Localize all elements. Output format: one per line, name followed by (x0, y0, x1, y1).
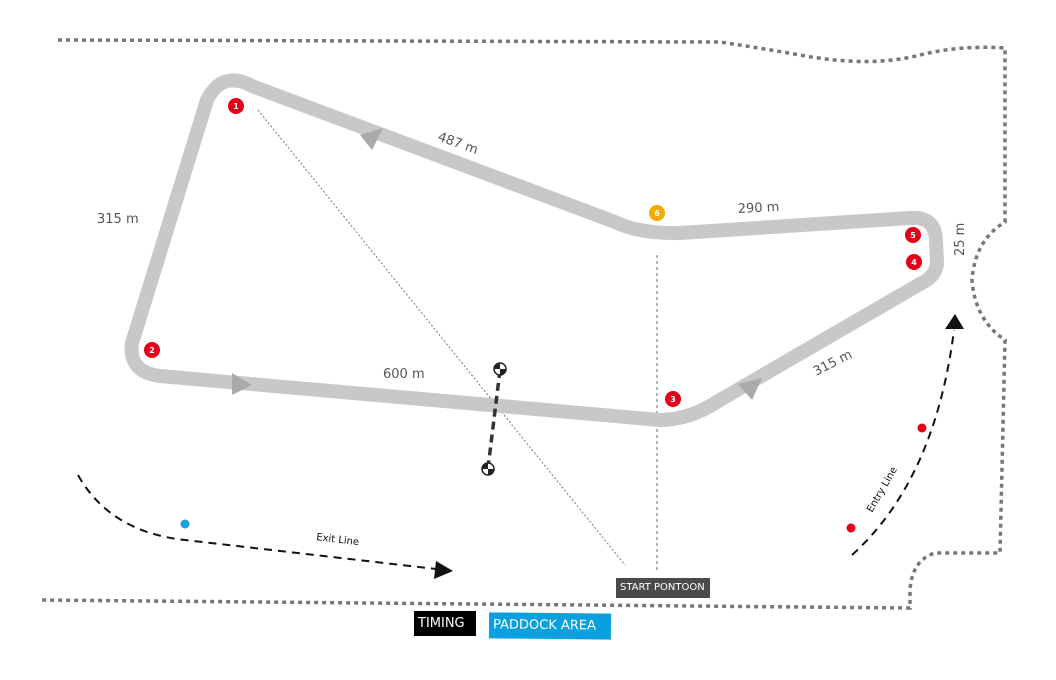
distance-label: 600 m (383, 367, 425, 382)
exit-line (77, 474, 437, 570)
entry-line-label: Entry Line (865, 465, 900, 514)
svg-text:4: 4 (911, 258, 917, 267)
direction-arrow-icon (360, 128, 383, 150)
red-marker (917, 423, 927, 433)
distance-label: 290 m (737, 200, 779, 217)
buoy-5: 5 (905, 227, 921, 243)
entry-arrow-icon (945, 314, 964, 329)
svg-text:2: 2 (149, 346, 155, 355)
buoy-4: 4 (906, 254, 922, 270)
exit-line-label: Exit Line (316, 532, 360, 548)
checkered-flag-icon (481, 462, 495, 476)
timing-label: TIMING (414, 611, 476, 636)
svg-text:3: 3 (670, 395, 676, 404)
entry-line (851, 329, 955, 556)
svg-text:5: 5 (910, 231, 916, 240)
direction-arrow-icon (232, 373, 252, 395)
direction-arrow-icon (738, 378, 762, 400)
svg-text:6: 6 (654, 209, 660, 218)
checkered-flag-icon (493, 362, 507, 376)
start-pontoon-label: START PONTOON (616, 578, 710, 598)
exit-arrow-icon (434, 561, 453, 579)
buoy-2: 2 (144, 342, 160, 358)
diagonal-sight-line (257, 109, 626, 566)
finish-line (486, 369, 502, 469)
buoy-6: 6 (649, 205, 665, 221)
buoy-1: 1 (228, 98, 244, 114)
distance-label: 25 m (953, 223, 968, 256)
buoy-3: 3 (665, 391, 681, 407)
distance-label: 315 m (97, 212, 139, 227)
blue-marker (180, 519, 190, 529)
paddock-area-label: PADDOCK AREA (488, 612, 612, 640)
svg-text:1: 1 (233, 102, 239, 111)
water-boundary (39, 38, 1007, 610)
red-marker (846, 523, 856, 533)
distance-label: 315 m (811, 347, 855, 379)
race-track (124, 73, 944, 427)
